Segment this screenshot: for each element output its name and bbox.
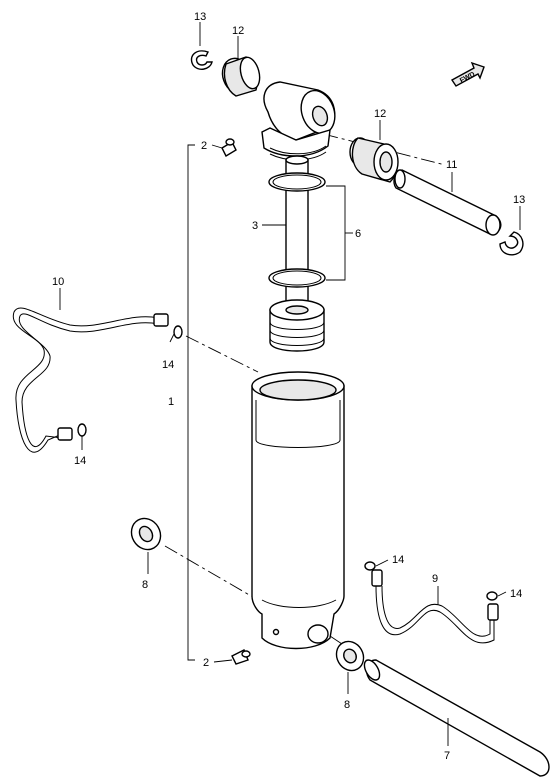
bushing-12-right [349, 137, 399, 183]
washer-14-d [486, 591, 498, 601]
callout-8-left: 8 [142, 579, 148, 591]
centerline-lower [164, 545, 259, 601]
callout-14-a: 14 [162, 359, 174, 371]
washer-14-b [77, 423, 87, 437]
fwd-label: FWD [459, 71, 476, 85]
piston [269, 299, 325, 352]
cylinder-head-eye [261, 81, 336, 161]
callout-12-right: 12 [374, 108, 386, 120]
seal-8-left [130, 517, 162, 551]
callout-9: 9 [432, 573, 438, 585]
fwd-arrow-icon: FWD [450, 61, 485, 87]
pin-11 [393, 169, 502, 236]
o-ring-6-lower [268, 268, 326, 288]
cylinder-body-1 [251, 371, 345, 650]
circlip-13-upper [190, 50, 213, 70]
washer-14-a [173, 325, 183, 339]
callout-13-upper: 13 [194, 11, 206, 23]
callout-13-right: 13 [513, 194, 525, 206]
callout-14-d: 14 [510, 588, 522, 600]
callout-10: 10 [52, 276, 64, 288]
callout-1: 1 [168, 396, 174, 408]
callout-8-right: 8 [344, 699, 350, 711]
callout-14-b: 14 [74, 455, 86, 467]
callout-2-upper: 2 [201, 140, 207, 152]
bleed-screw-2-upper [221, 138, 237, 157]
assembly-bracket [187, 144, 195, 661]
leader-lines [59, 22, 521, 746]
bleed-screw-2-lower [231, 649, 251, 665]
centerline-upper [185, 335, 259, 373]
callout-14-c: 14 [392, 554, 404, 566]
circlip-13-right [499, 231, 524, 256]
callout-6: 6 [355, 228, 361, 240]
callout-12-upper: 12 [232, 25, 244, 37]
callout-2-lower: 2 [203, 657, 209, 669]
shaft-7 [363, 659, 550, 777]
o-ring-6-upper [268, 172, 326, 192]
callout-3: 3 [252, 220, 258, 232]
bushing-12-upper [221, 56, 261, 97]
seal-8-right [335, 640, 365, 672]
washer-14-c [364, 561, 376, 571]
callout-11: 11 [446, 159, 457, 171]
hose-10 [12, 307, 169, 453]
hose-9 [371, 569, 499, 644]
callout-7: 7 [444, 750, 450, 762]
